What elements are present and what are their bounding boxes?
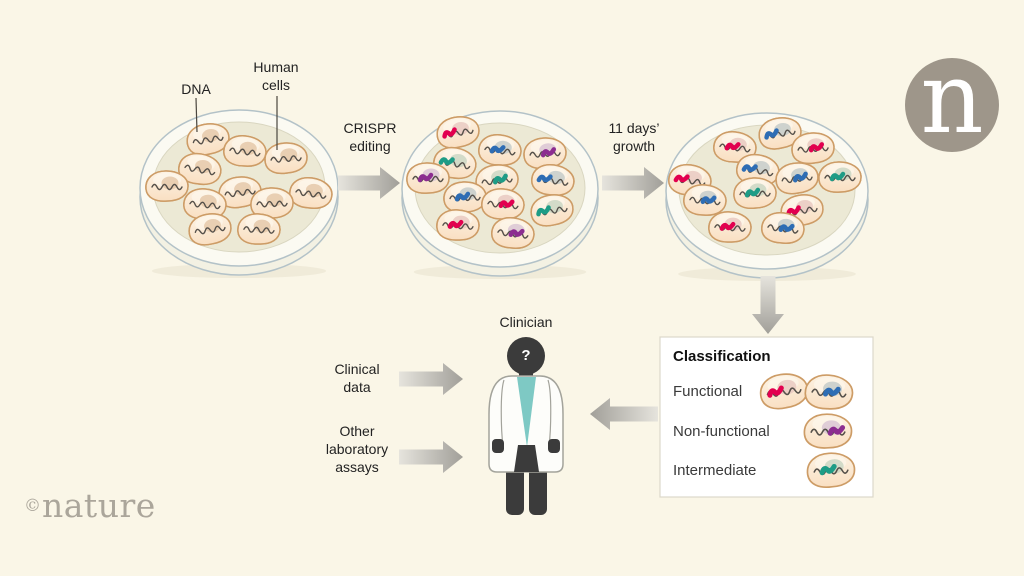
cell-red — [713, 131, 757, 163]
cell-blue — [443, 181, 487, 214]
crispr-editing-label-line1: CRISPR — [343, 120, 397, 136]
cell — [183, 188, 227, 220]
clinician-figure — [488, 337, 564, 515]
nature-logo-monogram: n — [920, 42, 984, 156]
nature-logo-circle — [905, 58, 999, 152]
tie — [517, 377, 536, 447]
cell-blue — [758, 117, 802, 150]
cell — [264, 142, 308, 175]
classification-row-intermediate: Intermediate — [673, 462, 757, 479]
cell-red — [759, 373, 809, 410]
other-assays-label-line2: laboratory — [325, 440, 389, 457]
classification-row-non-functional: Non-functional — [673, 423, 770, 440]
cell — [250, 187, 294, 220]
clinical-data-label: Clinical data — [315, 361, 399, 397]
clinical-data-label-line2: data — [343, 378, 371, 395]
cell — [289, 176, 333, 209]
clinical-data-label-line1: Clinical — [334, 361, 380, 377]
cell-teal — [733, 177, 777, 210]
clinician-head — [507, 337, 545, 375]
cell-red — [791, 132, 835, 165]
human-cells-label: Human cells — [236, 59, 316, 95]
other-assays-label-line1: Other — [339, 423, 375, 439]
question-mark: ? — [521, 347, 531, 364]
arrow-clinical-data — [399, 363, 463, 395]
nature-wordmark: © nature — [24, 486, 156, 525]
cell-purple — [523, 137, 567, 170]
arrow-classification-to-clinician — [590, 398, 658, 430]
growth-label-line1: 11 days’ — [608, 120, 660, 136]
growth-label-line2: growth — [612, 137, 656, 154]
cell-blue — [736, 153, 780, 187]
cell — [145, 170, 189, 202]
cell-red — [436, 209, 480, 241]
cell-teal — [475, 164, 519, 197]
cell-blue — [775, 162, 819, 195]
cell-blue — [683, 184, 727, 216]
classification-row-functional: Functional — [673, 383, 743, 400]
leader-line-1 — [195, 97, 198, 133]
other-assays-label-line3: assays — [335, 458, 379, 475]
cell — [223, 135, 267, 167]
classification-title: Classification — [673, 348, 771, 365]
cell-teal — [530, 194, 574, 227]
dna-label: DNA — [181, 81, 211, 97]
cell-blue — [804, 374, 854, 410]
cell-purple — [491, 217, 535, 249]
copyright-symbol: © — [24, 495, 41, 516]
cell-purple — [406, 162, 450, 194]
crispr-editing-label-line2: editing — [349, 137, 391, 154]
other-assays-label: Other laboratory assays — [303, 423, 411, 477]
growth-label: 11 days’ growth — [592, 120, 676, 156]
nature-brand-text: nature — [42, 486, 156, 525]
cell-blue — [478, 134, 522, 166]
cell-blue — [761, 212, 805, 244]
cell — [188, 213, 232, 246]
arrow-to-classification — [752, 276, 784, 334]
cell-teal — [806, 452, 856, 489]
cell — [178, 152, 222, 186]
clinician-label: Clinician — [499, 314, 553, 330]
crispr-editing-label: CRISPR editing — [328, 120, 412, 156]
human-cells-label-line1: Human — [253, 59, 299, 75]
cell-purple — [803, 413, 853, 449]
cell-red — [481, 188, 525, 220]
cell-red — [708, 211, 752, 243]
arrow-other-assays — [399, 441, 463, 473]
arrow-crispr — [338, 167, 400, 199]
cell-blue — [531, 163, 575, 196]
cell — [237, 213, 281, 245]
cell-teal — [818, 161, 862, 193]
human-cells-label-line2: cells — [261, 76, 290, 93]
arrow-growth — [602, 167, 664, 199]
